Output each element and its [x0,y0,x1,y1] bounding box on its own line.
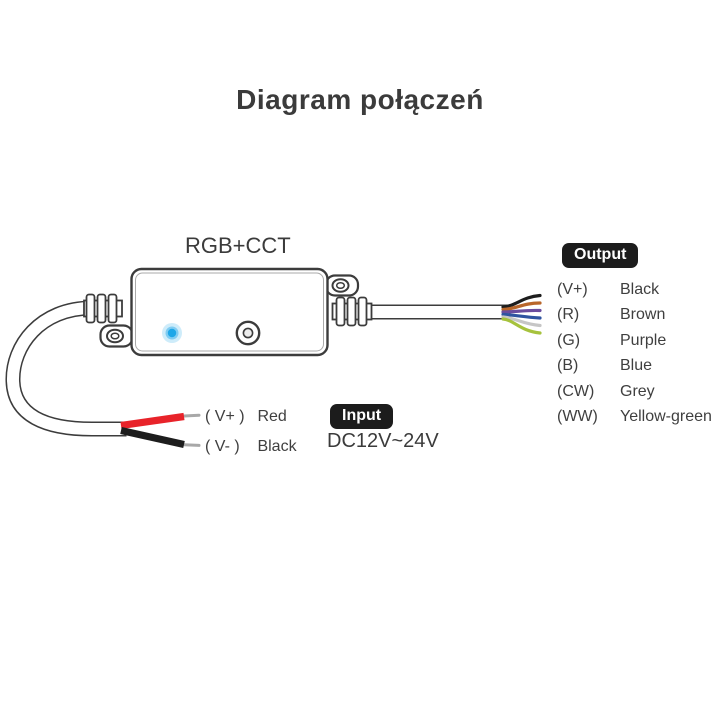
strain-relief-right-rib [346,296,357,327]
pairing-button-center [242,327,254,339]
input-wire-vplus-tip [182,413,201,418]
output-wire-cw [501,315,542,328]
input-pin-label: ( V- ) [205,438,240,455]
output-color-name: Blue [620,357,653,375]
output-wire-vplus [501,293,542,309]
input-row-vplus: ( V+ ) Red [205,408,287,426]
output-color-name: Yellow-green [620,408,712,426]
input-badge: Input [330,404,394,429]
output-pin-label: (CW) [557,382,595,400]
page-title: Diagram połączeń [236,84,484,115]
output-pin-label: (WW) [557,408,598,426]
output-row: (WW) Yellow-green [557,405,712,431]
output-row: (G) Purple [557,328,712,354]
output-color-name: Brown [620,306,666,324]
output-pin-label: (B) [557,357,579,375]
output-wire-b [501,312,542,320]
output-wires [501,293,542,335]
mounting-hole-right-inner [335,281,346,290]
status-led-icon [167,328,177,338]
input-wire-vplus [120,412,185,430]
output-wire-g [501,308,542,314]
output-pin-label: (V+) [557,280,588,298]
output-pin-label: (R) [557,306,580,324]
mounting-hole-left-inner [110,332,120,340]
controller-body [130,267,329,357]
controller-inner-line [135,272,324,352]
strain-relief-left-rib [107,293,118,324]
output-row: (B) Blue [557,354,712,380]
input-wires [120,412,201,449]
output-row: (CW) Grey [557,379,712,405]
controller-outline [130,267,329,357]
strain-relief-left-rib [96,293,107,324]
input-voltage-label: DC12V~24V [327,430,439,452]
output-color-name: Black [620,280,660,298]
input-wire-vminus-tip [182,443,201,447]
strain-relief-right-rib [335,296,346,327]
input-color-name: Red [257,408,287,425]
output-color-name: Purple [620,331,667,349]
input-wire-vminus [120,426,185,449]
strain-reliefs [83,293,373,327]
input-pin-label: ( V+ ) [205,408,245,425]
output-row: (V+) Black [557,277,712,303]
device-model-label: RGB+CCT [185,233,291,258]
input-cable [5,300,127,437]
input-cable-jacket [6,302,125,435]
output-badge: Output [562,243,639,268]
output-pin-label: (G) [557,331,581,349]
strain-relief-right-rib [357,296,368,327]
mounting-tabs [99,274,360,348]
output-wire-r [501,301,542,312]
output-wire-legend: (V+) Black (R) Brown (G) Purple (B) Blue… [557,277,712,430]
output-row: (R) Brown [557,303,712,329]
input-row-vminus: ( V- ) Black [205,438,297,456]
output-color-name: Grey [620,382,655,400]
input-color-name: Black [257,438,297,455]
strain-relief-left-rib [85,293,96,324]
output-wire-ww [501,317,542,335]
